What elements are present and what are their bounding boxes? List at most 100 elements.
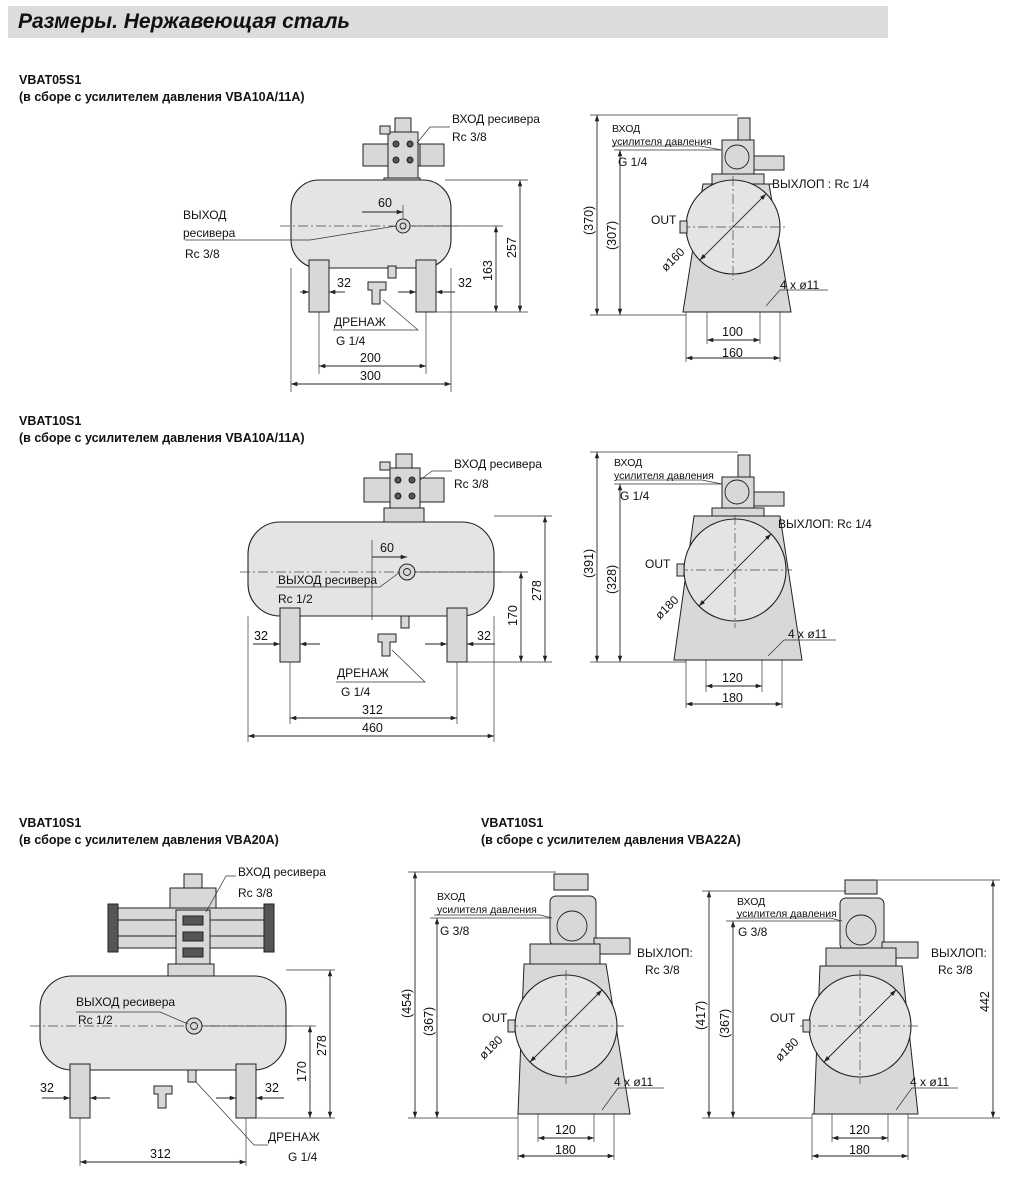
pressure-knob [737,117,751,141]
dim-32-left: 32 [40,1081,54,1095]
label-holes: 4 x ø11 [910,1075,949,1089]
receiver-tank [247,521,495,617]
side-view-vbat10s1-vba22a-a: ВХОД усилителя давления G 3/8 ВЫХЛОП: Rc… [400,871,693,1160]
out-port [507,1019,516,1033]
drain-valve [377,633,397,657]
label-receiver-in: ВХОД ресивера [238,865,326,879]
label-drain-port: G 1/4 [336,334,366,348]
tank-leg-left [308,259,330,313]
dim-278: 278 [315,1035,329,1056]
dim-32-left: 32 [337,276,351,290]
tank-leg-right [446,607,468,663]
page-title: Размеры. Нержавеющая сталь [18,10,350,33]
model-subtitle: (в сборе с усилителем давления VBA10A/11… [19,431,305,445]
booster-cylinder [419,143,445,167]
drain-valve [367,281,387,305]
label-drain-port: G 1/4 [288,1150,318,1164]
label-receiver-out-port: Rc 1/2 [278,592,313,606]
receiver-tank [290,179,452,269]
tank-leg-left [279,607,301,663]
label-diameter: ø180 [476,1033,505,1062]
front-view-vbat10s1-vba10a: ВХОД ресивера Rc 3/8 ВЫХОД ресивера Rc 1… [240,453,552,742]
label-booster-in: усилителя давления [437,904,537,916]
dim-328: (328) [605,565,619,594]
dim-180: 180 [722,691,743,705]
side-view-vbat10s1-vba22a-b: ВХОД усилителя давления G 3/8 ВЫХЛОП: Rc… [694,879,1000,1160]
dim-391: (391) [582,549,596,578]
label-receiver-out: ресивера [183,226,236,240]
pressure-knob [844,879,878,895]
label-out: OUT [645,557,671,571]
dim-32-right: 32 [458,276,472,290]
dim-367: (367) [422,1007,436,1036]
label-exhaust: ВЫХЛОП: Rc 1/4 [778,517,872,531]
label-exhaust: ВЫХЛОП: [637,946,693,960]
label-booster-in-port: G 3/8 [738,925,768,939]
pressure-knob [737,454,751,478]
dim-170: 170 [506,605,520,626]
label-receiver-out-port: Rc 1/2 [78,1013,113,1027]
label-receiver-out: ВЫХОД [183,208,226,222]
label-drain: ДРЕНАЖ [337,666,389,680]
model-subtitle: (в сборе с усилителем давления VBA22A) [481,833,741,847]
receiver-tank [39,975,287,1071]
out-port [679,220,688,234]
label-booster-in: усилителя давления [612,136,712,148]
booster-valve-block [549,895,597,947]
label-drain: ДРЕНАЖ [334,315,386,329]
label-out: OUT [770,1011,796,1025]
label-drain-port: G 1/4 [341,685,371,699]
label-booster-in-port: G 1/4 [618,155,648,169]
out-port [676,563,685,577]
dim-120: 120 [849,1123,870,1137]
drain-valve [153,1085,173,1109]
dim-100: 100 [722,325,743,339]
dim-32-right: 32 [265,1081,279,1095]
receiver-outlet-port [398,563,416,581]
tank-leg-right [415,259,437,313]
pressure-knob [553,873,589,891]
label-receiver-out: ВЫХОД ресивера [278,573,377,587]
tank-leg-right [235,1063,257,1119]
tank-leg-left [69,1063,91,1119]
label-out: OUT [651,213,677,227]
title-bar: Размеры. Нержавеющая сталь [8,6,888,38]
model-name: VBAT10S1 [19,816,82,830]
label-exhaust: ВЫХЛОП : Rc 1/4 [772,177,869,191]
dim-370: (370) [582,206,596,235]
dim-460: 460 [362,721,383,735]
label-diameter: ø180 [652,593,681,622]
label-booster-in-port: G 3/8 [440,924,470,938]
pressure-knob [395,453,413,469]
model-name: VBAT10S1 [19,414,82,428]
receiver-outlet-port [395,218,411,234]
section-header-4: VBAT10S1 (в сборе с усилителем давления … [481,815,741,849]
booster-valve-block [387,131,419,181]
exhaust-port [753,155,785,171]
dim-32-right: 32 [477,629,491,643]
label-diameter: ø180 [772,1035,801,1064]
label-booster-in-port: G 1/4 [620,489,650,503]
dim-180: 180 [555,1143,576,1157]
booster-cylinder [419,477,445,503]
dim-367: (367) [718,1009,732,1038]
label-out: OUT [482,1011,508,1025]
dim-300: 300 [360,369,381,383]
label-booster-in: ВХОД [612,123,640,135]
receiver-outlet-port [185,1017,203,1035]
out-port [802,1019,811,1033]
dim-417: (417) [694,1001,708,1030]
dim-120: 120 [722,671,743,685]
label-receiver-out-port: Rc 3/8 [185,247,220,261]
exhaust-port [753,491,785,507]
label-booster-in: ВХОД [614,457,642,469]
model-name: VBAT05S1 [19,73,82,87]
dim-442: 442 [978,991,992,1012]
dim-32-left: 32 [254,629,268,643]
label-exhaust-port: Rc 3/8 [645,963,680,977]
dim-163: 163 [481,260,495,281]
dim-60: 60 [378,196,392,210]
dim-200: 200 [360,351,381,365]
dim-60: 60 [380,541,394,555]
